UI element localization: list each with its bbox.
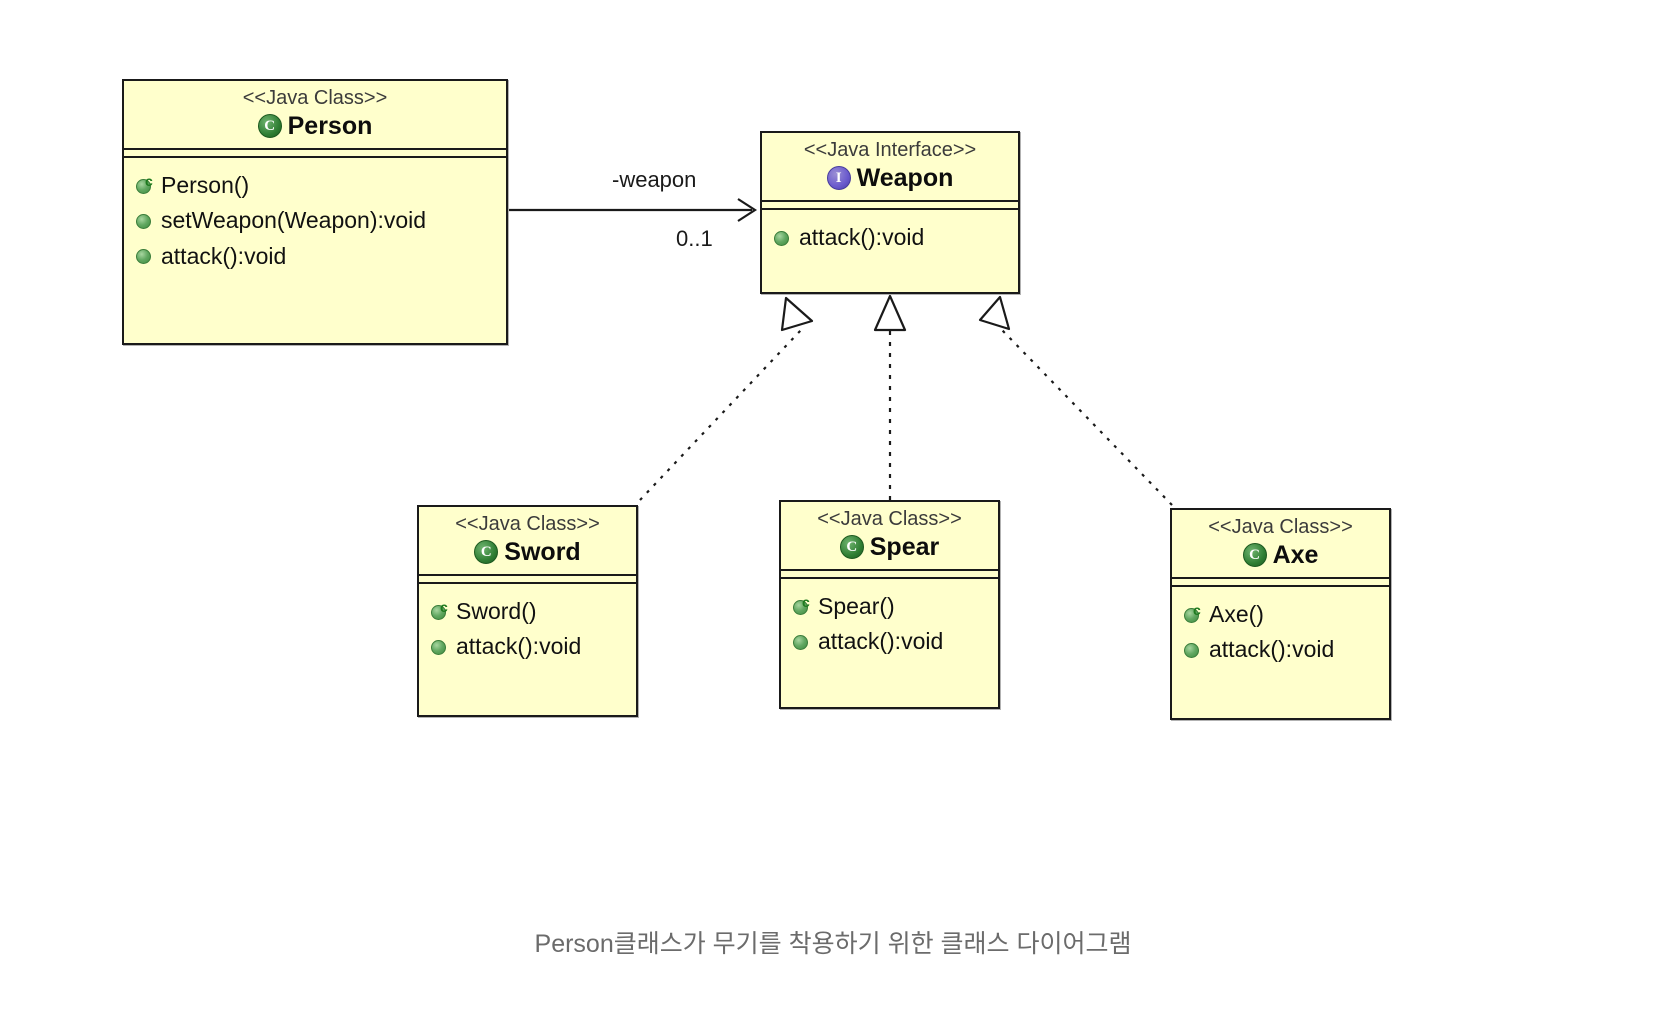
constructor-bullet-icon: c	[431, 600, 449, 623]
axe-header: <<Java Class>> C Axe	[1172, 510, 1389, 577]
member-label: setWeapon(Weapon):void	[161, 207, 427, 234]
spear-members: c Spear() attack():void	[781, 579, 998, 672]
member-label: Axe()	[1209, 601, 1264, 628]
member-row[interactable]: c Person()	[124, 168, 506, 203]
spear-stereotype: <<Java Class>>	[817, 508, 962, 530]
person-stereotype: <<Java Class>>	[242, 87, 388, 109]
method-bullet-icon	[1184, 639, 1202, 661]
member-row[interactable]: setWeapon(Weapon):void	[124, 203, 506, 238]
member-row[interactable]: attack():void	[124, 239, 506, 274]
edge-role-label-weapon: -weapon	[612, 167, 697, 192]
class-icon: C	[1242, 543, 1267, 568]
member-label: attack():void	[799, 224, 925, 251]
spear-divider	[781, 569, 998, 580]
edge-sword-weapon[interactable]	[639, 296, 814, 501]
method-bullet-icon	[136, 245, 154, 267]
spear-header: <<Java Class>> C Spear	[781, 502, 998, 569]
member-row[interactable]: attack():void	[1172, 632, 1389, 667]
sword-class-name: Sword	[504, 537, 581, 566]
constructor-bullet-icon: c	[1184, 603, 1202, 626]
axe-title-row: C Axe	[1182, 540, 1379, 570]
uml-class-sword[interactable]: <<Java Class>> C Sword c Sword() attack(…	[417, 505, 638, 717]
edge-person-weapon[interactable]	[509, 198, 758, 222]
person-title-row: C Person	[134, 111, 496, 141]
axe-stereotype: <<Java Class>>	[1208, 516, 1353, 538]
member-row[interactable]: attack():void	[762, 220, 1018, 255]
uml-interface-weapon[interactable]: <<Java Interface>> I Weapon attack():voi…	[760, 131, 1020, 294]
edge-axe-weapon[interactable]	[978, 295, 1173, 506]
axe-class-name: Axe	[1272, 540, 1319, 569]
method-bullet-icon	[793, 631, 811, 653]
weapon-divider	[762, 200, 1018, 211]
constructor-bullet-icon: c	[793, 595, 811, 618]
member-row[interactable]: c Sword()	[419, 594, 636, 629]
uml-class-person[interactable]: <<Java Class>> C Person c Person() setWe…	[122, 79, 508, 345]
member-row[interactable]: c Spear()	[781, 589, 998, 624]
constructor-bullet-icon: c	[136, 174, 154, 197]
spear-class-name: Spear	[869, 532, 940, 561]
person-class-name: Person	[287, 111, 373, 140]
method-bullet-icon	[774, 227, 792, 249]
member-label: attack():void	[161, 242, 287, 269]
weapon-members: attack():void	[762, 210, 1018, 267]
member-row[interactable]: attack():void	[781, 624, 998, 659]
method-bullet-icon	[136, 210, 154, 232]
weapon-interface-name: Weapon	[856, 163, 954, 192]
edge-spear-weapon[interactable]	[873, 294, 907, 500]
axe-members: c Axe() attack():void	[1172, 587, 1389, 680]
weapon-header: <<Java Interface>> I Weapon	[762, 133, 1018, 200]
axe-divider	[1172, 577, 1389, 588]
member-label: Sword()	[456, 598, 537, 625]
member-label: attack():void	[818, 628, 944, 655]
class-icon: C	[474, 540, 499, 565]
diagram-caption: Person클래스가 무기를 착용하기 위한 클래스 다이어그램	[534, 930, 1132, 958]
interface-icon: I	[826, 166, 851, 191]
class-icon: C	[257, 114, 282, 139]
sword-header: <<Java Class>> C Sword	[419, 507, 636, 574]
person-members: c Person() setWeapon(Weapon):void attack…	[124, 158, 506, 286]
sword-title-row: C Sword	[429, 537, 626, 567]
spear-title-row: C Spear	[791, 532, 988, 562]
weapon-stereotype: <<Java Interface>>	[803, 139, 977, 161]
method-bullet-icon	[431, 636, 449, 658]
weapon-title-row: I Weapon	[772, 163, 1008, 193]
sword-divider	[419, 574, 636, 585]
member-row[interactable]: attack():void	[419, 629, 636, 664]
member-label: attack():void	[1209, 636, 1335, 663]
member-label: Spear()	[818, 593, 895, 620]
uml-class-axe[interactable]: <<Java Class>> C Axe c Axe() attack():vo…	[1170, 508, 1391, 720]
member-row[interactable]: c Axe()	[1172, 597, 1389, 632]
member-label: attack():void	[456, 633, 582, 660]
class-icon: C	[839, 535, 864, 560]
sword-stereotype: <<Java Class>>	[455, 513, 600, 535]
person-divider	[124, 148, 506, 159]
person-header: <<Java Class>> C Person	[124, 81, 506, 148]
sword-members: c Sword() attack():void	[419, 584, 636, 677]
member-label: Person()	[161, 172, 250, 199]
uml-class-spear[interactable]: <<Java Class>> C Spear c Spear() attack(…	[779, 500, 1000, 709]
edge-multiplicity-label: 0..1	[676, 226, 713, 251]
